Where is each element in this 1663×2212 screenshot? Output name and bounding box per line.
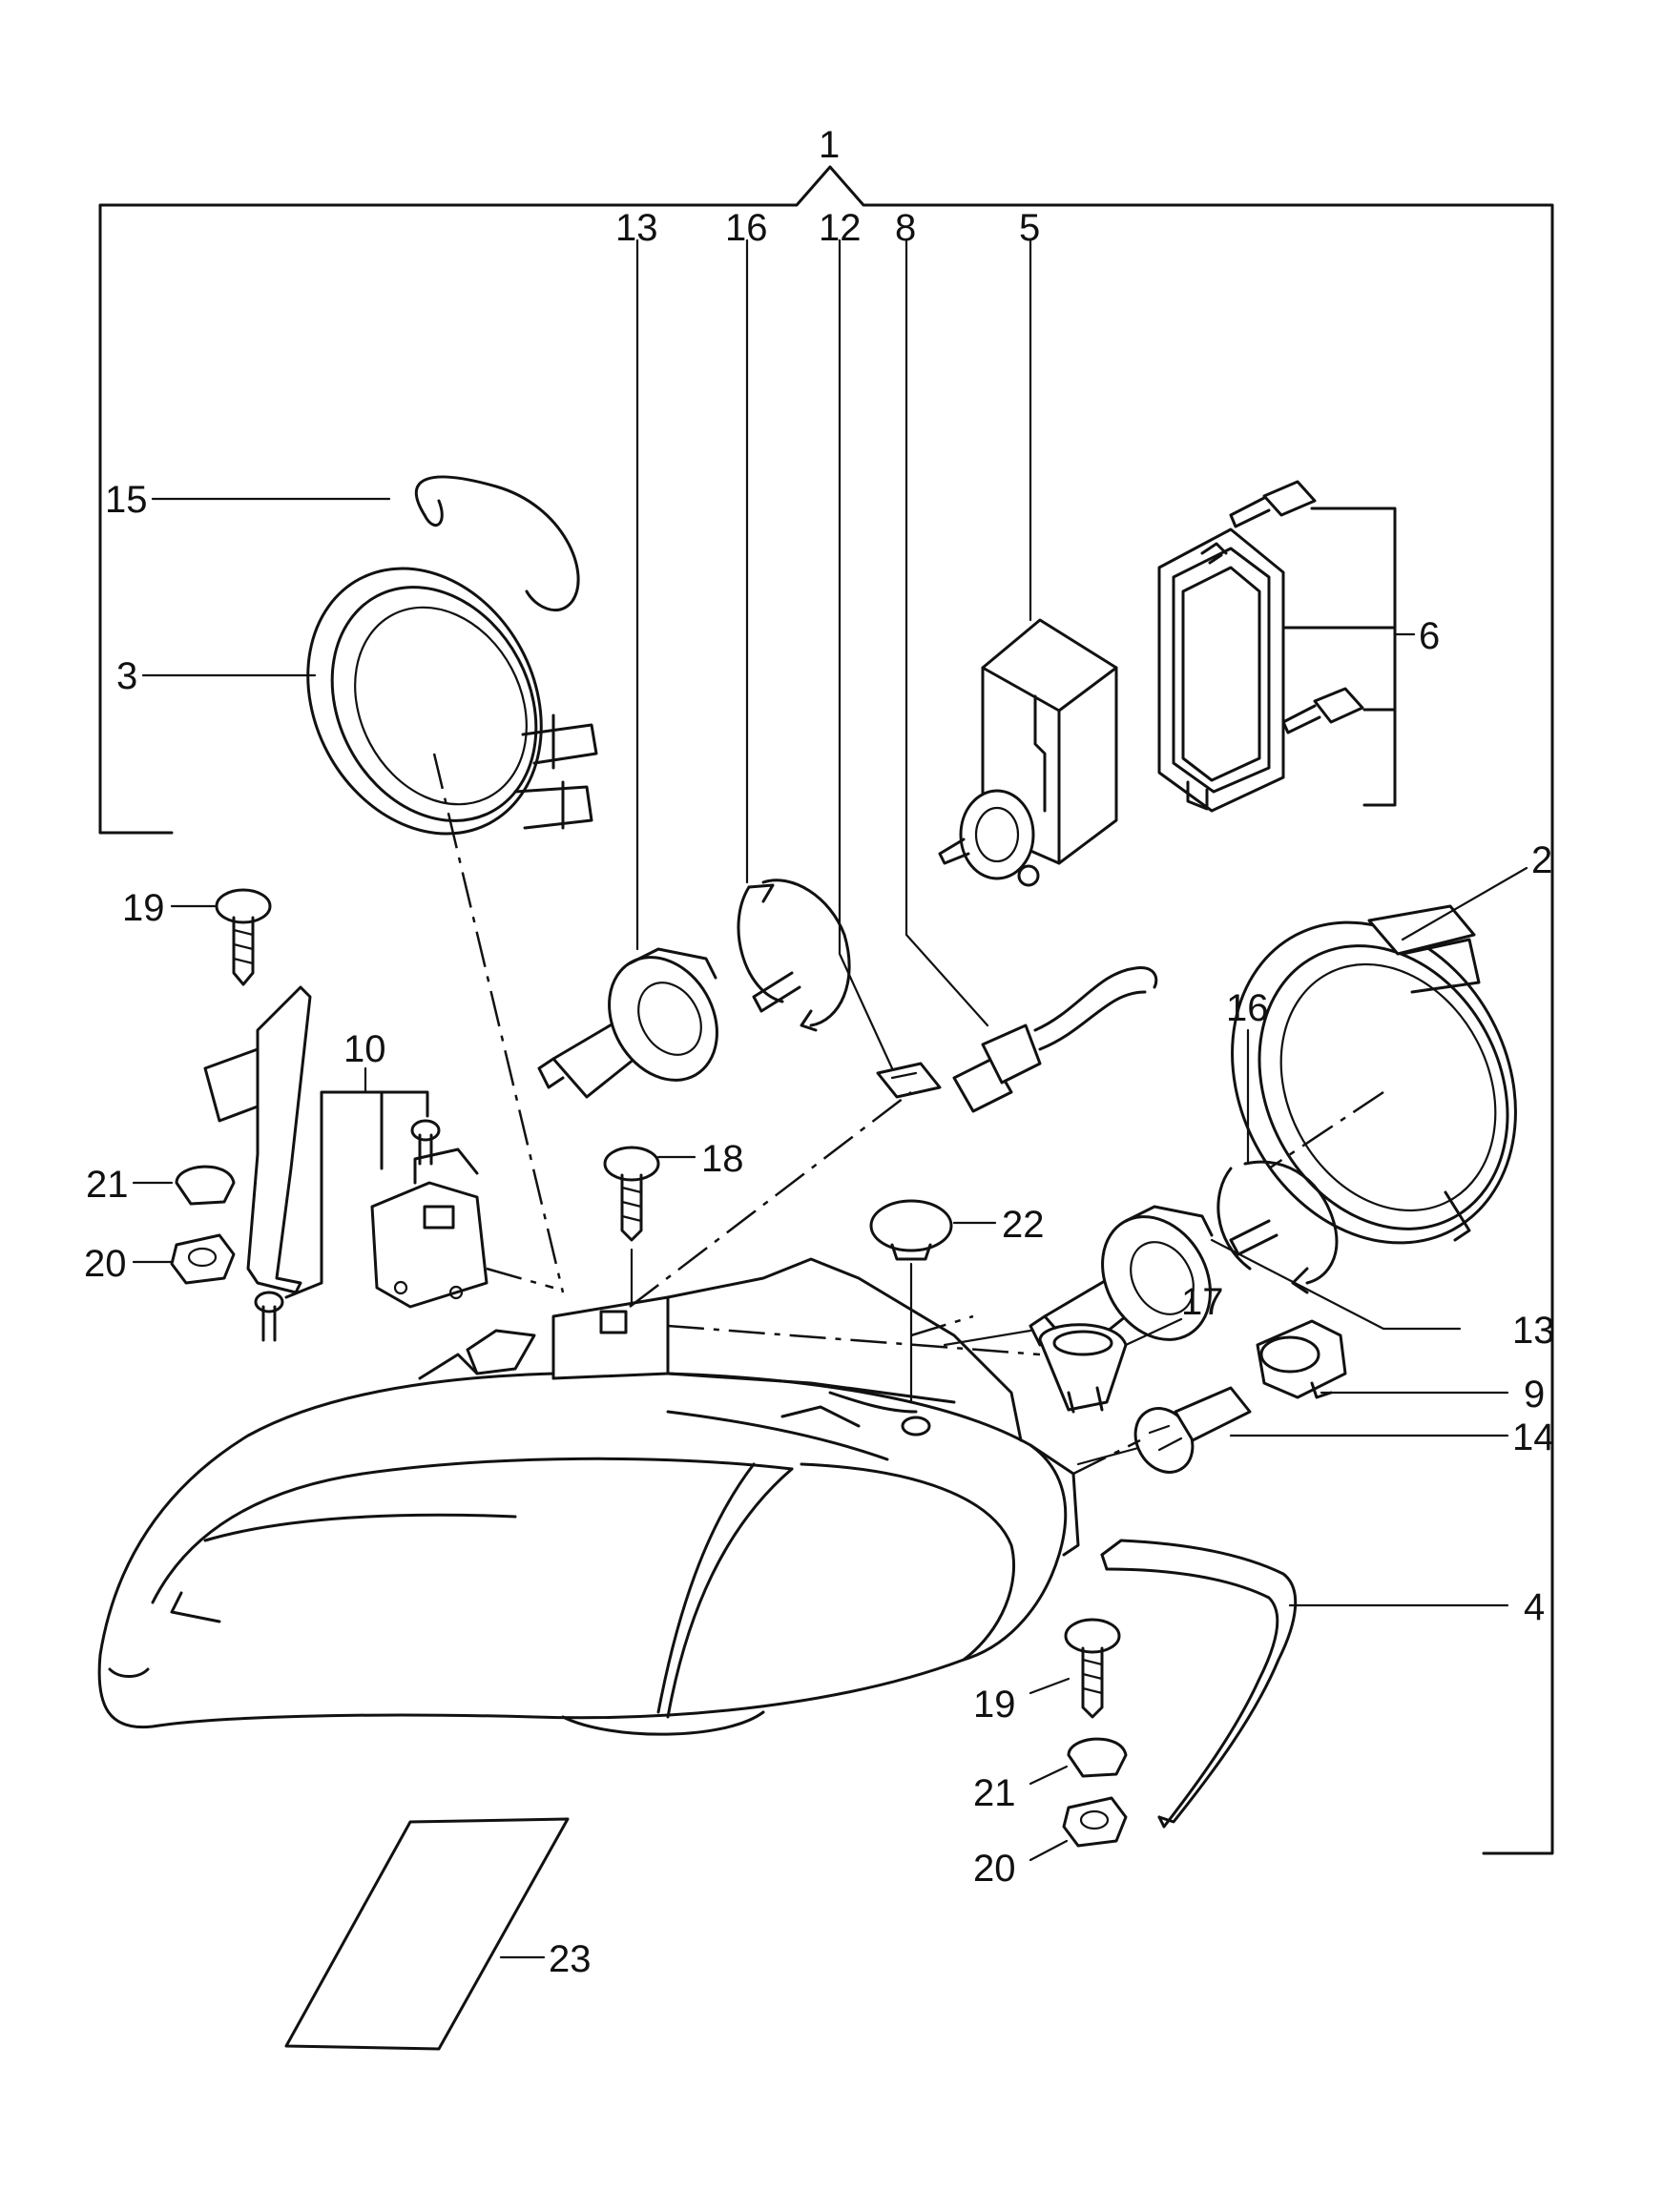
callout-8: 8 bbox=[895, 207, 916, 249]
headlight-housing-part bbox=[97, 1257, 1080, 1736]
callout-19-left: 19 bbox=[122, 887, 165, 929]
assembly-lines bbox=[432, 753, 1384, 1476]
cap-part-21-left bbox=[132, 1165, 236, 1206]
callout-10: 10 bbox=[343, 1028, 386, 1070]
screw-part-18 bbox=[603, 1146, 696, 1309]
callout-22: 22 bbox=[1002, 1204, 1045, 1246]
callout-6: 6 bbox=[1419, 615, 1440, 657]
wedge-bulb-part bbox=[838, 238, 942, 1099]
callout-19-right: 19 bbox=[973, 1684, 1016, 1726]
clip-nut-part-20-left bbox=[132, 1233, 236, 1285]
callout-14: 14 bbox=[1512, 1416, 1555, 1458]
cover-cap-part bbox=[141, 567, 598, 836]
callout-13-right: 13 bbox=[1512, 1310, 1555, 1352]
callout-15: 15 bbox=[105, 479, 148, 521]
callout-labels: 1 13 16 12 8 5 15 3 6 2 19 10 16 18 21 2… bbox=[84, 124, 1555, 1980]
callout-21-right: 21 bbox=[973, 1772, 1016, 1814]
clip-nut-part-20-right bbox=[1029, 1796, 1128, 1862]
callout-1: 1 bbox=[819, 124, 840, 166]
range-motor-part bbox=[938, 238, 1118, 887]
assembly-bracket bbox=[98, 165, 1554, 1855]
spring-clip-part bbox=[151, 475, 580, 612]
screw-part-19-left bbox=[170, 888, 312, 1294]
callout-3: 3 bbox=[116, 655, 137, 697]
headlight-ring-part bbox=[1231, 866, 1528, 1245]
callout-4: 4 bbox=[1524, 1586, 1545, 1628]
callout-12: 12 bbox=[819, 207, 862, 249]
callout-9: 9 bbox=[1524, 1374, 1545, 1416]
callout-20-left: 20 bbox=[84, 1243, 127, 1285]
label-sheet-part bbox=[284, 1817, 570, 2051]
cap-part-21-right bbox=[1029, 1737, 1128, 1786]
bulb-holder-part bbox=[904, 238, 1158, 1113]
callout-16-top: 16 bbox=[725, 207, 768, 249]
callout-5: 5 bbox=[1019, 207, 1040, 249]
callout-17: 17 bbox=[1181, 1281, 1224, 1323]
callout-2: 2 bbox=[1531, 839, 1552, 881]
indicator-bulb-part bbox=[1076, 1386, 1509, 1474]
callout-21-left: 21 bbox=[86, 1164, 129, 1206]
seal-strip-part bbox=[1100, 1539, 1509, 1829]
screw-part-19-right bbox=[1029, 1618, 1121, 1719]
callout-20-right: 20 bbox=[973, 1848, 1016, 1890]
adapter-part bbox=[1038, 1317, 1183, 1414]
mounting-bracket-part bbox=[254, 1066, 489, 1342]
control-unit-part bbox=[1157, 480, 1416, 813]
callout-13-top: 13 bbox=[615, 207, 658, 249]
h7-bulb-part-top bbox=[537, 238, 718, 1099]
callout-16-right: 16 bbox=[1226, 987, 1269, 1029]
bulb-clip-part-top bbox=[737, 238, 851, 1032]
callout-23: 23 bbox=[549, 1938, 592, 1980]
callout-18: 18 bbox=[701, 1138, 744, 1180]
bulb-socket-part bbox=[1256, 1319, 1509, 1399]
